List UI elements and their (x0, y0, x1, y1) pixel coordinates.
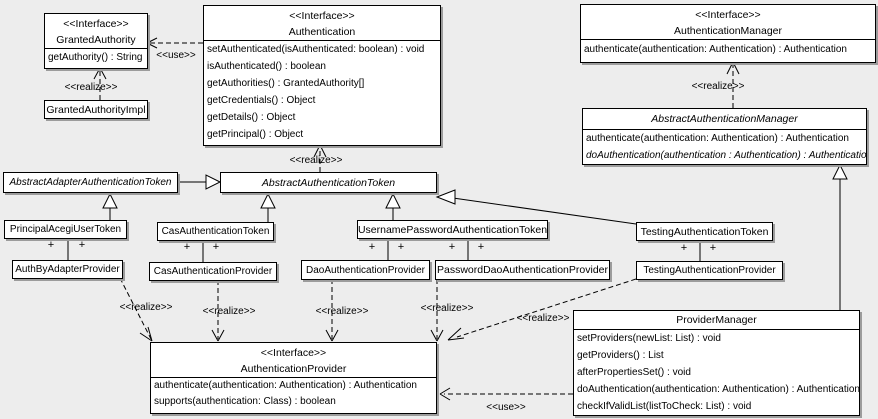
multiplicity-label: + (183, 241, 191, 253)
multiplicity-label: + (397, 241, 405, 253)
class-name: AuthByAdapterProvider (15, 264, 120, 275)
realize-label: <<realize>> (289, 155, 343, 166)
class-cas-authentication-token[interactable]: CasAuthenticationToken (157, 222, 274, 241)
generalization-providermanager-abstractauthenticationmanager (832, 163, 848, 310)
realize-testingauthenticationprovider-authenticationprovider (447, 278, 637, 341)
class-abstract-authentication-token[interactable]: AbstractAuthenticationToken (220, 172, 437, 193)
use-label: <<use>> (156, 50, 196, 61)
generalization-testingauthenticationtoken-abstractauthenticationtoken (435, 189, 637, 225)
class-abstract-adapter-authentication-token[interactable]: AbstractAdapterAuthenticationToken (3, 172, 178, 193)
realize-label: <<realize>> (420, 303, 474, 314)
class-provider-manager[interactable]: ProviderManager setProviders(newList: Li… (573, 310, 860, 416)
method-label: afterPropertiesSet() : void (577, 367, 691, 378)
realize-passworddaoauthenticationprovider-authenticationprovider (430, 279, 444, 342)
method-label: checkIfValidList(listToCheck: List) : vo… (577, 401, 752, 412)
generalization-principalacegiusertoken-abstractadapterauthenticationtoken (102, 192, 118, 220)
class-name: GrantedAuthority (56, 34, 136, 46)
stereotype-label: <<Interface>> (63, 18, 129, 30)
generalization-usernamepasswordtoken-abstractauthenticationtoken (385, 192, 401, 220)
method-label: getDetails() : Object (207, 112, 296, 123)
realize-grantedauthorityimpl-grantedauthority (93, 67, 107, 100)
stereotype-label: <<Interface>> (695, 9, 761, 21)
method-label: getPrincipal() : Object (207, 129, 304, 140)
realize-label: <<realize>> (119, 302, 173, 313)
multiplicity-label: + (47, 239, 55, 251)
class-name: AuthenticationProvider (240, 363, 347, 375)
class-name: PasswordDaoAuthenticationProvider (436, 264, 608, 276)
class-auth-by-adapter-provider[interactable]: AuthByAdapterProvider (12, 260, 123, 279)
realize-abstractauthenticationtoken-authentication (313, 144, 327, 172)
class-name: PrincipalAcegiUserToken (9, 224, 122, 235)
use-label: <<use>> (486, 402, 526, 413)
multiplicity-label: + (212, 241, 220, 253)
class-principal-acegi-user-token[interactable]: PrincipalAcegiUserToken (4, 220, 127, 239)
class-granted-authority-impl[interactable]: GrantedAuthorityImpl (44, 100, 148, 119)
class-authentication[interactable]: <<Interface>> Authentication setAuthenti… (203, 5, 441, 146)
method-label: authenticate(authentication: Authenticat… (584, 44, 847, 55)
multiplicity-label: + (368, 241, 376, 253)
class-cas-authentication-provider[interactable]: CasAuthenticationProvider (149, 262, 277, 281)
method-label: getProviders() : List (577, 350, 664, 361)
class-authentication-provider[interactable]: <<Interface>> AuthenticationProvider aut… (150, 342, 437, 414)
class-dao-authentication-provider[interactable]: DaoAuthenticationProvider (301, 260, 430, 280)
realize-label: <<realize>> (202, 306, 256, 317)
class-name: AbstractAdapterAuthenticationToken (9, 177, 172, 188)
generalization-casauthenticationtoken-abstractauthenticationtoken (260, 192, 276, 223)
method-label: isAuthenticated() : boolean (207, 61, 326, 72)
class-password-dao-authentication-provider[interactable]: PasswordDaoAuthenticationProvider (435, 260, 610, 280)
multiplicity-label: + (709, 242, 717, 254)
class-username-password-authentication-token[interactable]: UsernamePasswordAuthenticationToken (357, 220, 548, 239)
realize-authbyadapterprovider-authenticationprovider (119, 277, 153, 342)
realize-label: <<realize>> (516, 313, 570, 324)
multiplicity-label: + (680, 242, 688, 254)
class-granted-authority[interactable]: <<Interface>> GrantedAuthority getAuthor… (44, 13, 148, 69)
class-name: GrantedAuthorityImpl (46, 103, 146, 116)
realize-casauthenticationprovider-authenticationprovider (211, 280, 225, 342)
use-authentication-grantedauthority (146, 37, 203, 49)
realize-label: <<realize>> (691, 81, 745, 92)
multiplicity-label: + (477, 241, 485, 253)
multiplicity-label: + (78, 239, 86, 251)
realize-abstractauthenticationmanager-authenticationmanager (726, 61, 740, 108)
class-authentication-manager[interactable]: <<Interface>> AuthenticationManager auth… (580, 4, 876, 63)
multiplicity-label: + (448, 241, 456, 253)
method-label: getCredentials() : Object (207, 95, 316, 106)
class-name: AbstractAuthenticationToken (261, 176, 396, 189)
class-name: UsernamePasswordAuthenticationToken (357, 223, 548, 236)
realize-label: <<realize>> (315, 306, 369, 317)
method-label: setProviders(newList: List) : void (577, 333, 721, 344)
class-name: CasAuthenticationToken (161, 226, 270, 237)
class-name: DaoAuthenticationProvider (306, 264, 425, 276)
stereotype-label: <<Interface>> (260, 347, 327, 359)
generalization-abstractadaptertoken-abstractauthenticationtoken (178, 174, 222, 190)
class-name: AbstractAuthenticationManager (583, 109, 866, 130)
class-abstract-authentication-manager[interactable]: AbstractAuthenticationManager authentica… (582, 108, 867, 165)
method-label: authenticate(authentication: Authenticat… (154, 380, 417, 391)
realize-daoauthenticationprovider-authenticationprovider (325, 279, 339, 342)
class-name: ProviderManager (574, 311, 859, 330)
method-label: setAuthenticated(isAuthenticated: boolea… (207, 44, 425, 55)
method-label: authenticate(authentication: Authenticat… (586, 133, 849, 144)
realize-label: <<realize>> (64, 82, 118, 93)
method-label: getAuthorities() : GrantedAuthority[] (207, 78, 365, 89)
class-name: TestingAuthenticationProvider (643, 265, 776, 276)
class-testing-authentication-token[interactable]: TestingAuthenticationToken (636, 222, 773, 241)
use-providermanager-authenticationprovider (439, 387, 573, 401)
class-name: AuthenticationManager (674, 25, 782, 37)
stereotype-label: <<Interface>> (289, 10, 355, 22)
method-label: doAuthentication(authentication : Authen… (586, 150, 867, 161)
method-label: supports(authentication: Class) : boolea… (154, 396, 336, 407)
class-name: CasAuthenticationProvider (153, 266, 273, 277)
class-name: TestingAuthenticationToken (640, 225, 769, 238)
class-name: Authentication (288, 26, 356, 38)
method-label: doAuthentication(authentication: Authent… (577, 384, 860, 395)
method-label: getAuthority() : String (48, 52, 143, 63)
class-testing-authentication-provider[interactable]: TestingAuthenticationProvider (636, 261, 783, 280)
